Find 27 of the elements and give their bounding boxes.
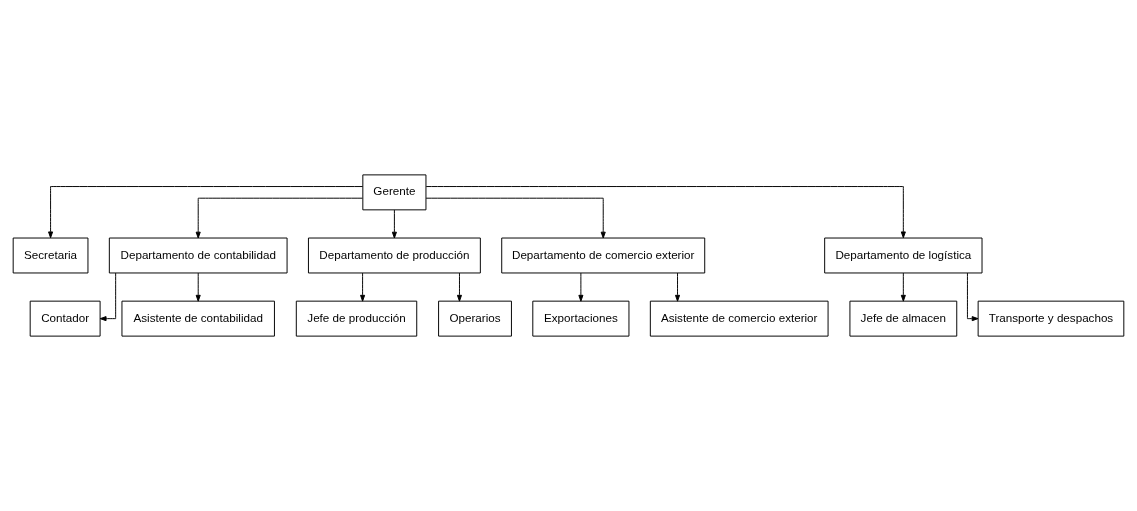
arrow [456, 272, 462, 302]
arrow [900, 272, 906, 302]
arrow [99, 272, 117, 322]
node-box: Exportaciones [532, 300, 630, 337]
arrow [48, 186, 364, 239]
node-box: Departamento de contabilidad [108, 237, 288, 274]
node-box: Transporte y despachos [977, 300, 1125, 337]
node-box: Departamento de producción [307, 237, 481, 274]
node-box: Departamento de comercio exterior [501, 237, 706, 274]
node-box: Gerente [362, 174, 427, 211]
node-box: Departamento de logística [824, 237, 983, 274]
node-box: Asistente de contabilidad [121, 300, 275, 337]
arrow [391, 209, 397, 239]
node-box: Jefe de almacen [849, 300, 958, 337]
node-box: Operarios [438, 300, 512, 337]
arrow [675, 272, 681, 302]
arrow [578, 272, 584, 302]
arrow [195, 197, 363, 239]
arrow [360, 272, 366, 302]
node-box: Secretaria [12, 237, 89, 274]
node-box: Jefe de producción [295, 300, 418, 337]
arrow [966, 272, 979, 322]
arrow [195, 272, 201, 302]
node-box: Asistente de comercio exterior [649, 300, 829, 337]
node-box: Contador [29, 300, 101, 337]
arrow [425, 186, 906, 239]
arrow [425, 197, 606, 239]
